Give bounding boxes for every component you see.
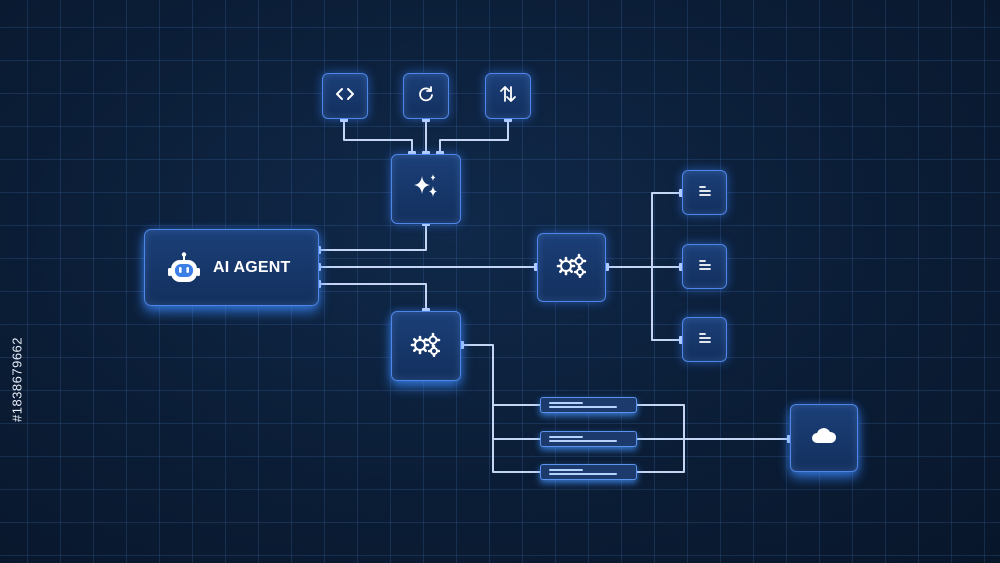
watermark-id: #1838679662 (9, 336, 25, 423)
sparkles-icon (411, 172, 441, 207)
ai-agent-node[interactable]: AI AGENT (144, 229, 319, 306)
connector-agent-to-gears-bottom (318, 283, 427, 312)
data-bar-2[interactable] (540, 431, 637, 447)
connector-hub-to-agent (318, 223, 427, 251)
output-node-2[interactable] (682, 244, 727, 289)
gears-icon (555, 252, 589, 283)
data-bar-3[interactable] (540, 464, 637, 480)
output-node-3[interactable] (682, 317, 727, 362)
ai-agent-label: AI AGENT (213, 258, 291, 276)
code-icon (335, 87, 355, 106)
document-lines-icon (698, 184, 712, 202)
output-node-1[interactable] (682, 170, 727, 215)
document-lines-icon (698, 258, 712, 276)
document-lines-icon (698, 331, 712, 349)
code-node[interactable] (322, 73, 368, 119)
connector-gears-to-bars (460, 344, 541, 473)
connector-code-to-hub (343, 119, 413, 155)
refresh-icon (417, 85, 435, 108)
connector-transfer-to-hub (439, 119, 509, 155)
process-node-right[interactable] (537, 233, 606, 302)
cloud-icon (810, 426, 838, 451)
process-node-bottom[interactable] (391, 311, 461, 381)
ai-hub-node[interactable] (391, 154, 461, 224)
gears-icon (409, 331, 443, 362)
robot-icon (167, 251, 201, 285)
transfer-node[interactable] (485, 73, 531, 119)
data-bar-1[interactable] (540, 397, 637, 413)
refresh-node[interactable] (403, 73, 449, 119)
transfer-arrows-icon (499, 85, 517, 108)
cloud-node[interactable] (790, 404, 858, 472)
